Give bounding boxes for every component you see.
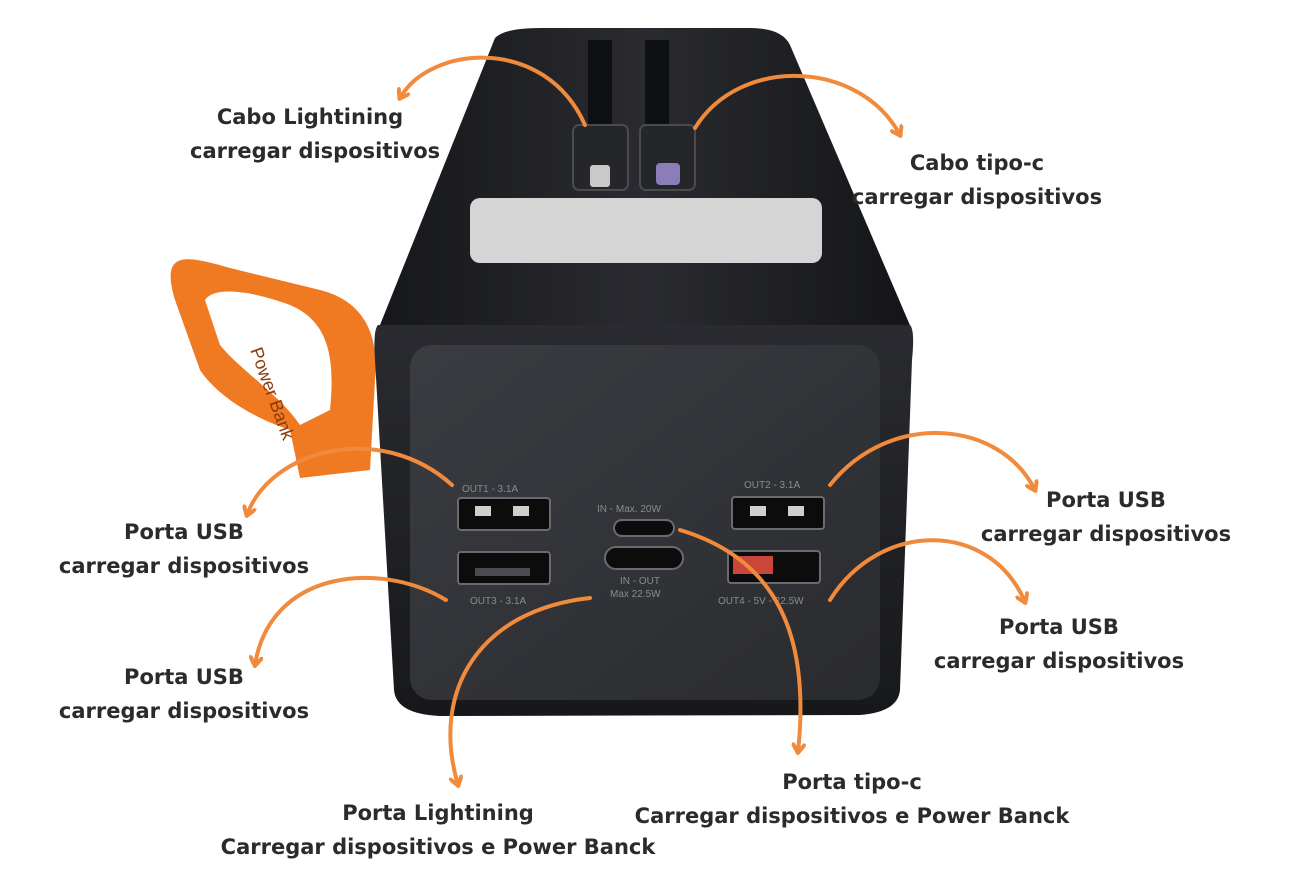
typec-cable-head [639, 124, 696, 191]
callout-cabo-tipoc: Cabo tipo-c carregar dispositivos [848, 146, 1106, 214]
callout-usb-left-top-desc: carregar dispositivos [58, 554, 310, 578]
callout-usb-right-bottom: Porta USB carregar dispositivos [925, 610, 1193, 678]
callout-cabo-lightning: Cabo Lightining carregar dispositivos [190, 100, 441, 168]
usb-port-out2 [731, 496, 825, 530]
arrow-usb-left-top [247, 446, 454, 515]
callout-usb-right-top: Porta USB carregar dispositivos [972, 483, 1240, 551]
callout-usb-left-bottom: Porta USB carregar dispositivos [50, 660, 318, 728]
callout-usb-right-bottom-desc: carregar dispositivos [933, 649, 1185, 673]
out3-label: OUT3 - 3.1A [470, 596, 526, 607]
arrow-usb-right-top [828, 430, 1035, 490]
lightning-input-port [613, 519, 675, 537]
arrow-usb-right-bottom [828, 538, 1025, 602]
callout-porta-lightning-title: Porta Lightining [342, 801, 534, 825]
callout-porta-tipoc-desc: Carregar dispositivos e Power Banck [634, 804, 1070, 828]
out1-label: OUT1 - 3.1A [462, 484, 518, 495]
arrow-porta-tipoc [678, 528, 800, 752]
arrow-cabo-lightning [400, 55, 587, 127]
callout-porta-lightning: Porta Lightining Carregar dispositivos e… [200, 796, 676, 864]
callout-usb-right-top-desc: carregar dispositivos [980, 522, 1232, 546]
arrow-cabo-tipoc [693, 74, 900, 135]
arrow-porta-lightning [448, 596, 592, 785]
power-bank-body: OUT1 - 3.1A OUT3 - 3.1A IN - Max. 20W IN… [374, 28, 914, 716]
in-out-label: IN - OUT [620, 576, 660, 587]
callout-cabo-lightning-desc: carregar dispositivos [190, 139, 441, 163]
callout-usb-right-top-title: Porta USB [1046, 488, 1166, 512]
callout-usb-left-top-title: Porta USB [124, 520, 244, 544]
arrow-usb-left-bottom [255, 575, 448, 665]
usb-port-out1 [457, 497, 551, 531]
in-max-label: IN - Max. 20W [597, 504, 661, 515]
callout-cabo-lightning-title: Cabo Lightining [216, 105, 404, 129]
callout-cabo-tipoc-desc: carregar dispositivos [851, 185, 1103, 209]
lanyard-strap: Power Bank [170, 259, 376, 478]
out2-label: OUT2 - 3.1A [744, 480, 800, 491]
callout-porta-tipoc-title: Porta tipo-c [782, 770, 922, 794]
display-window [470, 198, 822, 263]
callout-usb-left-top: Porta USB carregar dispositivos [50, 515, 318, 583]
in-out-max-label: Max 22.5W [610, 589, 661, 600]
callout-cabo-tipoc-title: Cabo tipo-c [909, 151, 1045, 175]
callout-usb-left-bottom-title: Porta USB [124, 665, 244, 689]
callout-porta-tipoc: Porta tipo-c Carregar dispositivos e Pow… [614, 765, 1090, 833]
callout-porta-lightning-desc: Carregar dispositivos e Power Banck [220, 835, 656, 859]
typec-port [604, 546, 684, 570]
out4-label: OUT4 - 5V - 22.5W [718, 596, 804, 607]
callout-usb-right-bottom-title: Porta USB [999, 615, 1119, 639]
callout-usb-left-bottom-desc: carregar dispositivos [58, 699, 310, 723]
lightning-cable-head [572, 124, 629, 191]
